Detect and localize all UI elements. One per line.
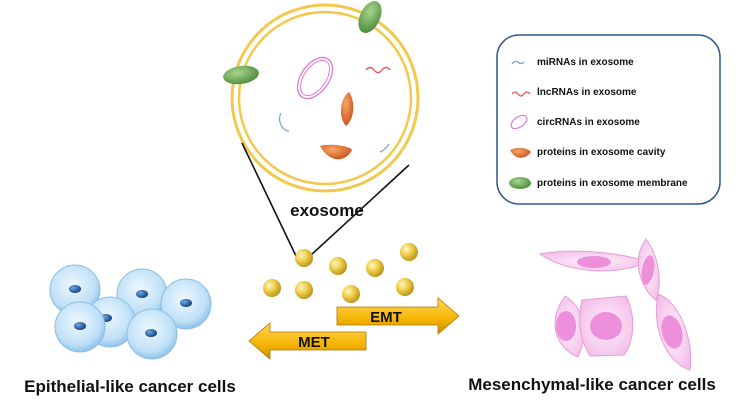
exosome-label: exosome [290, 201, 364, 220]
legend-label-circrna: circRNAs in exosome [537, 117, 640, 128]
legend-frame [496, 34, 721, 205]
emt-arrow: EMT [336, 297, 460, 335]
mesenchymal-nucleus [556, 311, 576, 341]
membrane-protein-icon [223, 65, 259, 85]
circrna-icon [299, 59, 331, 97]
epithelial-cell-cluster [49, 264, 212, 360]
mesenchymal-nucleus [661, 315, 683, 349]
circrna-icon [296, 56, 334, 100]
vesicle [329, 257, 347, 275]
mirna-icon [278, 112, 290, 132]
vesicle [295, 281, 313, 299]
nucleus [74, 322, 86, 330]
met-label: MET [298, 334, 330, 351]
lncrna-icon [365, 66, 391, 74]
cavity-protein-icon [510, 147, 531, 158]
cavity-protein-icon [320, 144, 352, 160]
met-arrow: MET [248, 322, 367, 360]
vesicle [342, 285, 360, 303]
nucleus [136, 290, 148, 298]
exosome-outer-membrane [230, 3, 420, 193]
vesicle [295, 249, 313, 267]
lncrna-icon [511, 91, 531, 97]
mesenchymal-nucleus [641, 255, 655, 285]
circrna-icon [510, 114, 528, 130]
legend: miRNAs in exosome lncRNAs in exosome cir… [496, 34, 721, 205]
epithelial-label: Epithelial-like cancer cells [24, 377, 236, 396]
nucleus [180, 299, 192, 307]
membrane-protein-icon [509, 177, 531, 189]
vesicle [400, 243, 418, 261]
vesicle [396, 278, 414, 296]
mesenchymal-label: Mesenchymal-like cancer cells [468, 375, 716, 394]
zoom-line-right [309, 164, 410, 257]
mesenchymal-nucleus [590, 312, 622, 340]
nucleus [69, 285, 81, 293]
nucleus [145, 329, 157, 337]
mirna-icon [379, 143, 390, 153]
membrane-protein-icon [358, 1, 382, 33]
legend-label-cavity-protein: proteins in exosome cavity [537, 147, 666, 158]
vesicle [366, 259, 384, 277]
legend-label-mirna: miRNAs in exosome [537, 57, 634, 68]
vesicle [263, 279, 281, 297]
exosome-vesicles [263, 243, 418, 303]
legend-label-lncrna: lncRNAs in exosome [537, 87, 637, 98]
emt-label: EMT [370, 309, 402, 326]
exosome-inner-membrane [237, 10, 413, 186]
mesenchymal-cell-cluster [538, 238, 692, 371]
zoom-line-left [241, 142, 297, 257]
exosome-enlarged [223, 1, 420, 193]
legend-label-membrane-protein: proteins in exosome membrane [537, 178, 688, 189]
cavity-protein-icon [340, 92, 354, 126]
mesenchymal-nucleus [577, 256, 611, 268]
mirna-icon [511, 60, 525, 65]
